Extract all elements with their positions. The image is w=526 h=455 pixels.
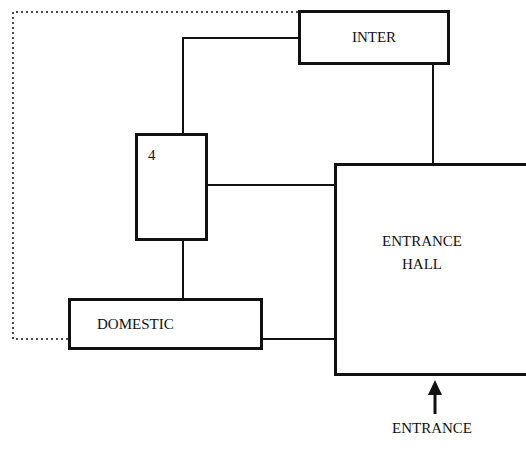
arrow-head [428,380,442,395]
node-label: 4 [148,144,156,167]
connector [432,65,434,163]
connector [182,241,184,298]
connector [208,184,334,186]
node-label: INTER [352,26,396,49]
room-box: 4 [135,133,208,241]
node-label: ENTRANCE HALL [363,230,481,275]
arrow-shaft [434,392,437,414]
entrance-label: ENTRANCE [390,420,474,437]
node-label: DOMESTIC [97,313,174,336]
dotted-connector [13,12,298,339]
inter-box: INTER [298,10,450,65]
connector [183,38,298,133]
domestic-box: DOMESTIC [68,298,263,350]
hall-box: ENTRANCE HALL [334,163,526,376]
connector [263,338,334,340]
